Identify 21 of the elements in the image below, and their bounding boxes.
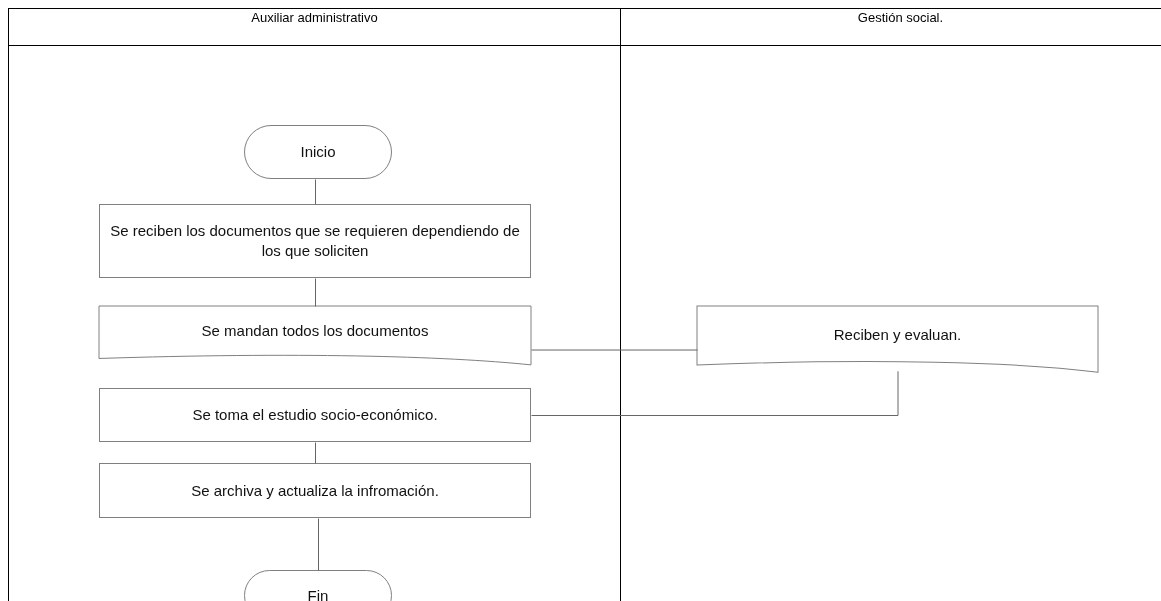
node-text: Se mandan todos los documentos: [201, 321, 429, 341]
terminal-shape: [244, 125, 392, 179]
node-text: Se reciben los documentos que se requieren dependiendo de los que soliciten: [109, 221, 521, 261]
connector-line: [315, 278, 316, 307]
process-box: [99, 388, 531, 442]
lane-header: Gestión social.: [621, 9, 1161, 46]
swimlane: [8, 8, 620, 601]
process-box: [99, 463, 531, 518]
connector-line: [315, 179, 316, 205]
node-text: Se toma el estudio socio-económico.: [192, 405, 438, 425]
lane-header: Auxiliar administrativo: [9, 9, 620, 46]
node-text: Reciben y evaluan.: [833, 325, 962, 345]
node-text: Fin: [307, 585, 329, 601]
connector-line: [315, 442, 316, 464]
process-box: [99, 204, 531, 278]
swimlane: [620, 8, 1161, 601]
connector-line: [531, 370, 899, 416]
node-text: Inicio: [300, 142, 336, 162]
node-text: Se archiva y actualiza la infromación.: [191, 480, 439, 501]
connector-line: [531, 349, 698, 351]
connector-line: [318, 518, 319, 571]
